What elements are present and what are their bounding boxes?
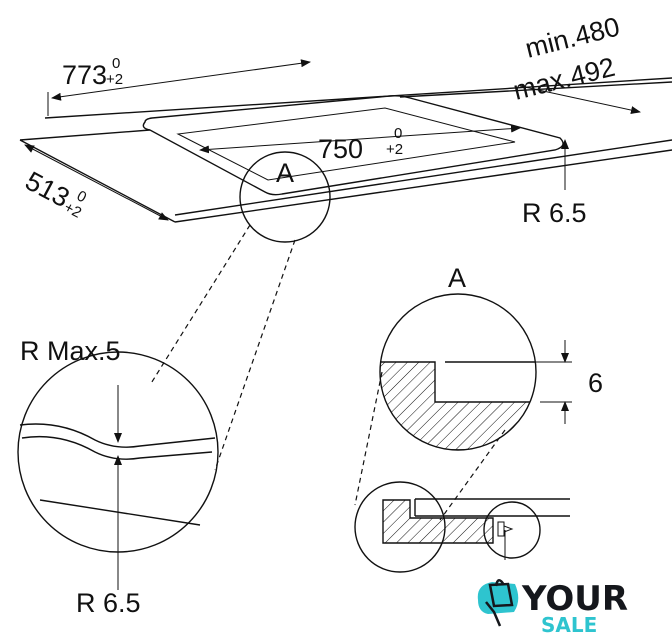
- dimension-750: 750 0 +2: [199, 124, 521, 164]
- corner-detail-enlarged: R Max.5 R 6.5: [17, 336, 219, 618]
- dim-750-value: 750: [318, 134, 363, 164]
- corner-radius-callout: R 6.5: [522, 139, 587, 228]
- dim-513-tol-lower: +2: [61, 199, 84, 222]
- dim-max: max.492: [510, 52, 618, 106]
- detail-circle-a: [239, 151, 331, 243]
- yoursale-logo: YOUR SALE: [477, 579, 628, 637]
- dimension-min-max: min.480 max.492: [510, 11, 641, 115]
- dimension-773: 773 0 +2: [47, 55, 311, 116]
- dim-750-tol-lower: +2: [386, 141, 403, 158]
- logo-your: YOUR: [521, 579, 628, 619]
- dimension-513: 513 0 +2: [20, 144, 169, 222]
- dim-773-value: 773: [62, 60, 107, 90]
- section-detail-a: A 6: [354, 263, 603, 521]
- detail-label-a-top: A: [276, 158, 294, 188]
- radius-max-label: R Max.5: [20, 336, 121, 366]
- dim-773-tol-upper: 0: [112, 55, 120, 72]
- detail-label-a-right: A: [448, 263, 466, 293]
- radius-bottom-label: R 6.5: [76, 588, 141, 618]
- dim-750-tol-upper: 0: [394, 125, 402, 142]
- depth-6-label: 6: [588, 368, 603, 398]
- section-overview: [354, 481, 570, 573]
- dim-773-tol-lower: +2: [106, 71, 123, 88]
- logo-sale: SALE: [541, 613, 597, 637]
- corner-radius-label: R 6.5: [522, 198, 587, 228]
